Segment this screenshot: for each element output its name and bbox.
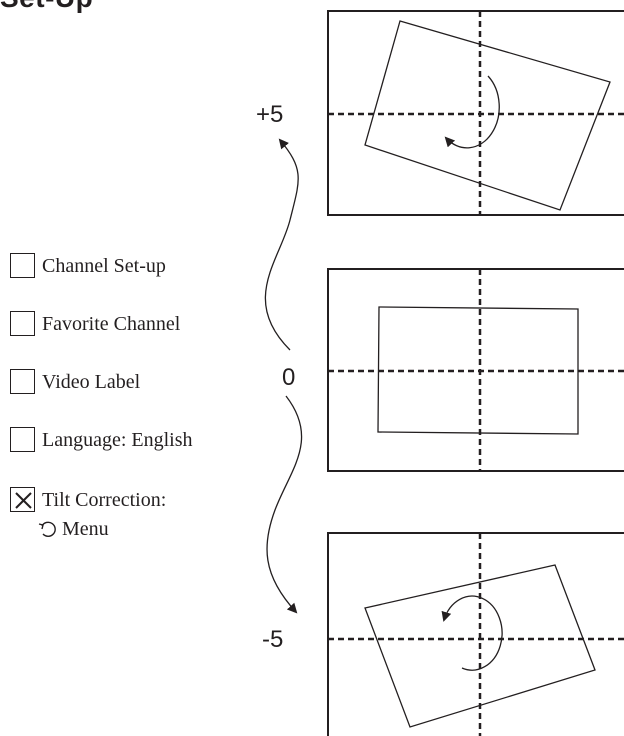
menu-label-favorite-channel: Favorite Channel xyxy=(42,312,181,335)
checkbox-video-label[interactable] xyxy=(10,369,35,394)
menu-item-video-label[interactable]: Video Label xyxy=(10,369,140,394)
menu-item-channel-setup[interactable]: Channel Set-up xyxy=(10,253,166,278)
panel-zero xyxy=(327,268,624,472)
arrow-to-minus xyxy=(266,395,303,614)
panel-minus xyxy=(327,532,624,736)
menu-label-tilt-correction: Tilt Correction: xyxy=(42,488,167,511)
tilted-screen-plus xyxy=(364,20,611,211)
rotation-arrow-ccw xyxy=(444,75,500,149)
menu-label-language: Language: English xyxy=(42,428,193,451)
tilted-screen-minus xyxy=(364,564,596,728)
level-screen-zero xyxy=(377,306,579,435)
panel-plus xyxy=(327,10,624,216)
tilt-sub-menu-label: Menu xyxy=(62,518,109,540)
level-label-zero: 0 xyxy=(282,364,296,391)
menu-item-tilt-correction[interactable]: Tilt Correction: xyxy=(10,487,166,512)
menu-label-channel-setup: Channel Set-up xyxy=(42,254,166,277)
rotate-icon xyxy=(38,521,56,537)
menu-item-favorite-channel[interactable]: Favorite Channel xyxy=(10,311,180,336)
checkmark-x-icon xyxy=(15,492,32,509)
menu-label-video-label: Video Label xyxy=(42,370,141,393)
checkbox-language[interactable] xyxy=(10,427,35,452)
checkbox-tilt-correction[interactable] xyxy=(10,487,35,512)
tilt-sub-menu-hint: Menu xyxy=(38,518,109,540)
menu-item-language[interactable]: Language: English xyxy=(10,427,193,452)
page-title: Set-Up xyxy=(0,0,93,12)
checkbox-favorite-channel[interactable] xyxy=(10,311,35,336)
checkbox-channel-setup[interactable] xyxy=(10,253,35,278)
level-label-plus: +5 xyxy=(256,101,284,128)
level-label-minus: -5 xyxy=(262,626,284,653)
arrow-to-plus xyxy=(264,138,299,351)
rotation-arrow-cw xyxy=(441,595,503,671)
